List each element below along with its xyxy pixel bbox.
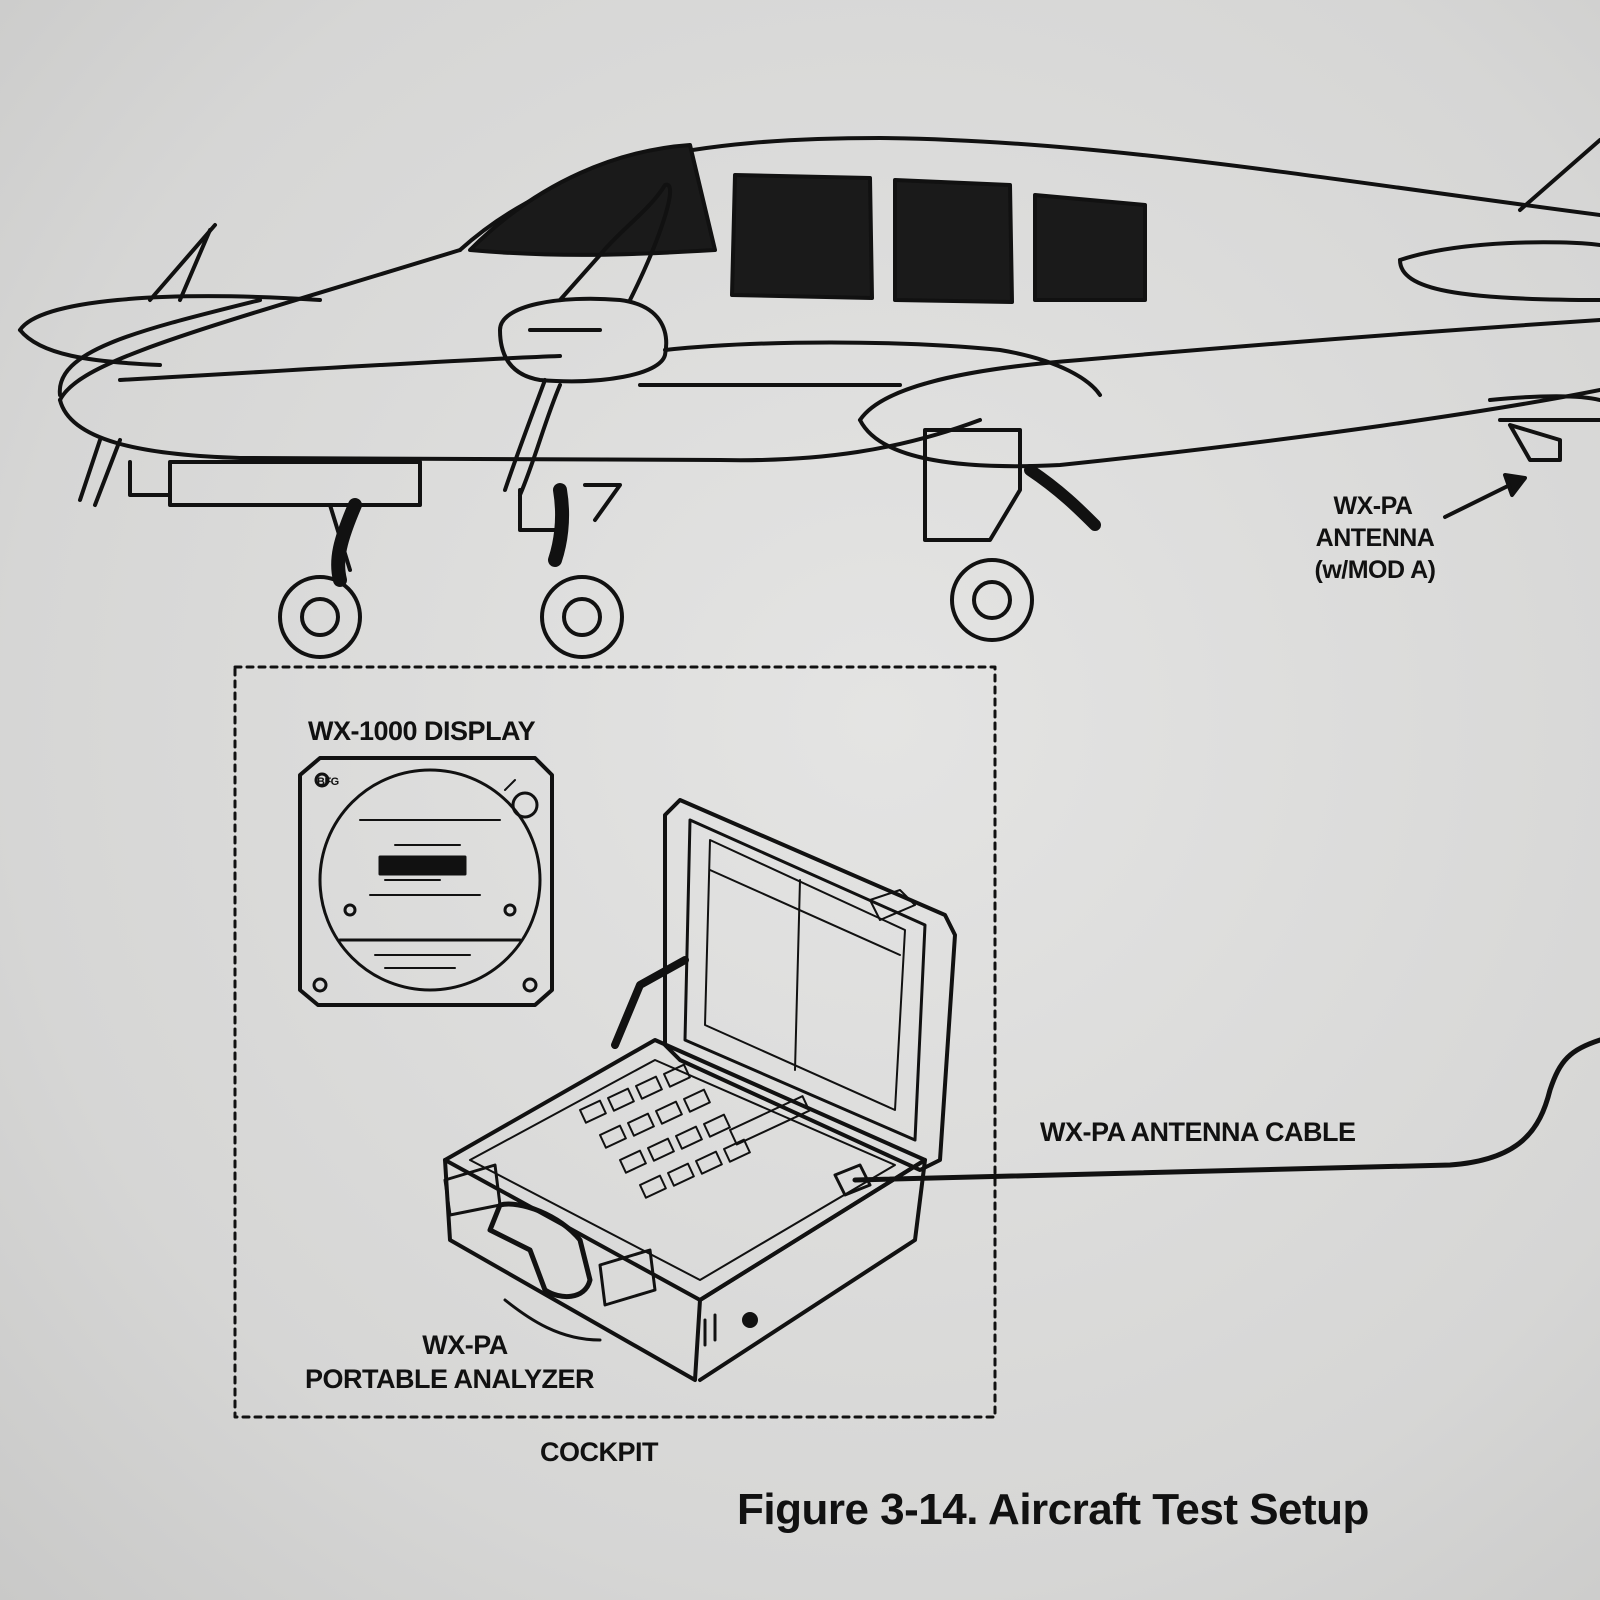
antenna-label-line3: (w/MOD A) bbox=[1314, 556, 1436, 584]
display-label: WX-1000 DISPLAY bbox=[308, 716, 536, 746]
antenna-label-line1: WX-PA bbox=[1333, 492, 1413, 520]
figure-caption: Figure 3-14. Aircraft Test Setup bbox=[737, 1485, 1369, 1534]
wx1000-display-illustration bbox=[298, 756, 554, 1007]
aircraft-illustration bbox=[18, 136, 1600, 1183]
portable-analyzer-illustration bbox=[443, 798, 957, 1382]
antenna-label-line2: ANTENNA bbox=[1315, 524, 1435, 552]
cockpit-boundary-box bbox=[233, 665, 997, 1419]
display-corner-label: BFG bbox=[317, 776, 339, 788]
analyzer-label-line2: PORTABLE ANALYZER bbox=[305, 1364, 595, 1394]
analyzer-label-line1: WX-PA bbox=[422, 1330, 508, 1360]
cockpit-label: COCKPIT bbox=[540, 1437, 659, 1467]
cable-label: WX-PA ANTENNA CABLE bbox=[1040, 1117, 1356, 1147]
